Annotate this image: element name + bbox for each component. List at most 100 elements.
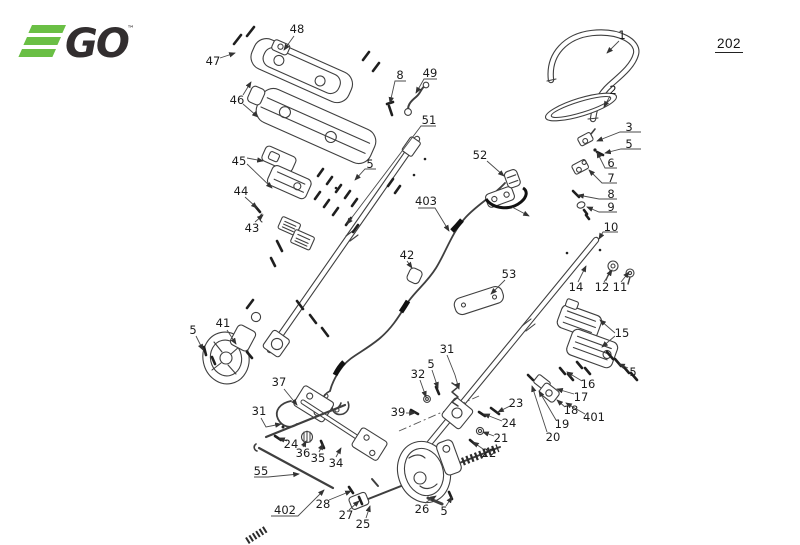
leader-line-20 <box>531 385 548 433</box>
wheel-disc-part <box>396 439 462 506</box>
lower-housing-part <box>247 85 377 165</box>
callout-20: 20 <box>546 430 561 444</box>
leader-line-46 <box>242 103 259 118</box>
leader-line-45 <box>246 163 273 189</box>
callout-11: 11 <box>613 280 628 294</box>
spring-coil-part <box>245 526 268 544</box>
leader-line-26 <box>424 495 437 504</box>
leader-line-7 <box>588 169 617 184</box>
lock-rod-part <box>253 443 335 490</box>
foam-grip-part <box>544 92 618 122</box>
leader-line-402 <box>271 489 325 517</box>
shaft-clamp-part <box>398 395 480 432</box>
callout-47: 47 <box>206 54 221 68</box>
leader-line-1 <box>606 40 620 54</box>
leader-line-9 <box>586 206 617 213</box>
control-cable-part <box>321 182 506 416</box>
leader-line-8 <box>388 80 406 104</box>
callout-43: 43 <box>245 221 260 235</box>
callout-41: 41 <box>216 316 231 330</box>
callout-52: 52 <box>473 148 488 162</box>
leader-line-37 <box>283 388 298 406</box>
leader-line-5 <box>354 168 376 181</box>
leader-line-22 <box>472 441 484 450</box>
leader-line-47 <box>219 52 236 59</box>
leader-line-34 <box>335 447 342 458</box>
callout-7: 7 <box>607 171 614 185</box>
callout-51: 51 <box>422 113 437 127</box>
callout-44: 44 <box>234 184 249 198</box>
callout-19: 19 <box>555 417 570 431</box>
grip-cylinder-part <box>453 285 504 316</box>
leader-line-31 <box>260 417 282 428</box>
leader-line-401 <box>565 402 586 415</box>
ego-logo-go-text: GO <box>65 21 129 67</box>
spring-latch-part <box>571 159 590 175</box>
cable-guide-part <box>406 267 423 285</box>
callout-45: 45 <box>232 154 247 168</box>
cable-clamp-part <box>503 169 521 189</box>
leader-line-21 <box>482 431 495 437</box>
callout-5: 5 <box>427 357 434 371</box>
leader-line-403 <box>418 207 450 232</box>
leader-line-51 <box>346 125 436 225</box>
callout-401: 401 <box>583 410 605 424</box>
leader-line-48 <box>283 35 295 51</box>
callout-15: 15 <box>615 326 630 340</box>
callout-35: 35 <box>311 451 326 465</box>
leader-line-52 <box>486 160 505 177</box>
callout-37: 37 <box>272 375 287 389</box>
callout-14: 14 <box>569 280 584 294</box>
callout-16: 16 <box>581 377 596 391</box>
callout-28: 28 <box>316 497 331 511</box>
leader-line-32 <box>419 379 427 398</box>
leader-line-6 <box>596 151 617 169</box>
callout-23: 23 <box>509 396 524 410</box>
callout-6: 6 <box>607 156 614 170</box>
callout-26: 26 <box>415 502 430 516</box>
leader-line-55 <box>254 471 300 478</box>
callout-5: 5 <box>440 504 447 518</box>
callout-403: 403 <box>415 194 437 208</box>
leader-line-10 <box>598 231 618 240</box>
leader-line-31 <box>446 354 460 390</box>
trademark-symbol: ™ <box>127 24 135 33</box>
callout-5: 5 <box>629 365 636 379</box>
callout-39: 39 <box>391 405 406 419</box>
leader-line-24 <box>278 437 288 443</box>
callout-1: 1 <box>618 28 625 42</box>
callout-49: 49 <box>423 66 438 80</box>
leader-line-18 <box>556 399 566 408</box>
callout-46: 46 <box>230 93 245 107</box>
callout-8: 8 <box>607 187 614 201</box>
leader-line-17 <box>556 388 575 395</box>
callout-24: 24 <box>502 416 517 430</box>
leader-line-5 <box>195 335 204 351</box>
callout-24: 24 <box>284 437 299 451</box>
lock-lever-part <box>404 81 430 116</box>
callout-42: 42 <box>400 248 415 262</box>
callout-5: 5 <box>366 157 373 171</box>
callout-55: 55 <box>254 464 269 478</box>
fold-bracket-part <box>264 385 388 461</box>
leader-line-11 <box>620 271 630 283</box>
cable-clip-part <box>271 39 291 56</box>
center-dots <box>334 157 602 255</box>
leader-line-35 <box>317 443 324 453</box>
carriage-bolt-part <box>385 100 395 117</box>
callout-18: 18 <box>564 403 579 417</box>
leader-line-19 <box>538 390 557 421</box>
callout-5: 5 <box>189 323 196 337</box>
clamp-half-parts <box>526 373 560 403</box>
callout-2: 2 <box>609 83 616 97</box>
callout-31: 31 <box>252 404 267 418</box>
leader-line-5 <box>445 496 453 507</box>
callout-25: 25 <box>356 517 371 531</box>
leader-line-15 <box>599 319 616 334</box>
upper-shaft-tube-part <box>266 135 421 354</box>
leader-line-27 <box>348 500 360 511</box>
leader-line-12 <box>603 269 613 283</box>
leader-line-15 <box>601 335 616 348</box>
